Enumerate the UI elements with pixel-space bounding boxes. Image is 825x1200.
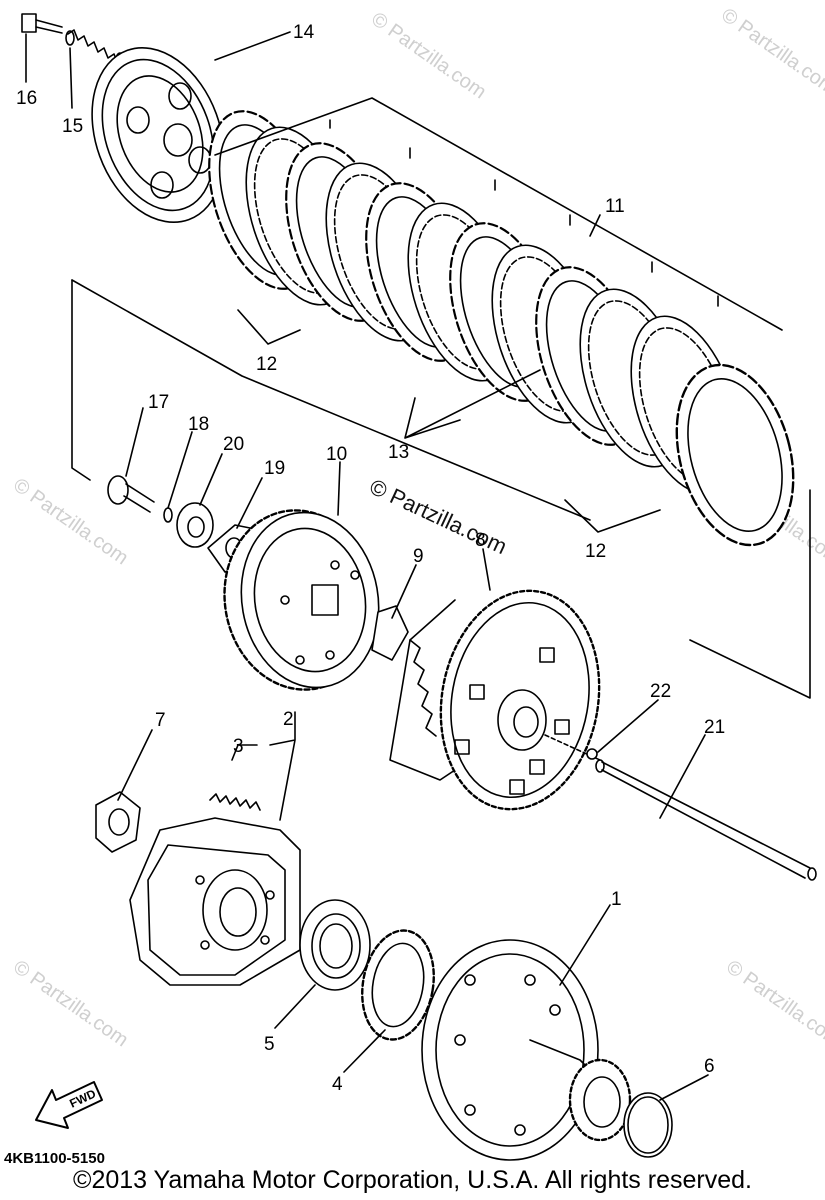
leader-1 (559, 904, 611, 986)
callout-10: 10 (326, 444, 347, 465)
callout-4: 4 (332, 1074, 343, 1095)
copyright-notice: ©2013 Yamaha Motor Corporation, U.S.A. A… (73, 1166, 752, 1194)
oring-18 (163, 507, 173, 523)
callout-8: 8 (475, 530, 486, 551)
frame-left (71, 279, 91, 481)
callout-7: 7 (155, 710, 166, 731)
leader-6 (659, 1074, 709, 1101)
clutch-boss-10 (223, 509, 380, 691)
leader-19 (236, 477, 263, 529)
callout-15: 15 (62, 116, 83, 137)
clutch-carrier-1 (421, 939, 632, 1161)
washer-20 (176, 502, 214, 548)
callout-12-left: 12 (256, 354, 277, 375)
bolt-17 (107, 475, 155, 513)
callout-21: 21 (704, 717, 725, 738)
callout-9: 9 (413, 546, 424, 567)
nut-7 (95, 791, 141, 853)
callout-18: 18 (188, 414, 209, 435)
leader-10 (337, 461, 341, 516)
watermark-bottom-right: © Partzilla.com (722, 956, 825, 1051)
leader-18 (167, 431, 193, 509)
bracket-12-right (564, 499, 661, 533)
bracket-11-ticks (329, 119, 719, 307)
oring-6 (623, 1092, 673, 1158)
frame-right (689, 489, 811, 699)
frame-top (71, 279, 591, 521)
callout-20: 20 (223, 434, 244, 455)
leader-lines (25, 31, 709, 1101)
leader-22 (597, 699, 659, 753)
callout-14: 14 (293, 22, 315, 43)
callout-22: 22 (650, 681, 671, 702)
callout-19: 19 (264, 458, 285, 479)
callout-5: 5 (264, 1034, 275, 1055)
clutch-plate-stack (208, 110, 795, 547)
push-rod-21 (544, 734, 817, 881)
bolt-16 (21, 13, 63, 34)
bracket-12-left (237, 309, 301, 345)
leader-11 (589, 214, 601, 237)
watermark-top-center: © Partzilla.com (367, 8, 490, 103)
watermark-center: © Partzilla.com (366, 474, 511, 559)
lock-washer-9 (371, 605, 409, 661)
shoe-assembly-2 (129, 817, 301, 986)
clutch-housing-8 (389, 589, 601, 811)
leader-5 (274, 984, 316, 1029)
leader-14 (214, 31, 291, 61)
spring-3 (209, 793, 261, 811)
fwd-arrow-icon (35, 1081, 103, 1129)
callout-3: 3 (233, 736, 244, 757)
leader-9 (391, 564, 417, 619)
oring-6-inner (627, 1096, 669, 1154)
one-way-clutch-4 (361, 929, 435, 1041)
pressure-plate-14 (91, 47, 225, 223)
leader-15 (69, 47, 73, 109)
leader-4 (343, 1029, 386, 1073)
callout-13: 13 (388, 442, 409, 463)
watermark-top-right: © Partzilla.com (717, 4, 825, 99)
callout-11: 11 (605, 196, 625, 217)
leader-20 (199, 453, 223, 506)
leader-21 (659, 734, 706, 819)
part-diagram-code: 4KB1100-5150 (4, 1150, 105, 1167)
bracket-13 (404, 369, 541, 439)
ball-22 (586, 748, 598, 760)
leader-8 (482, 548, 491, 591)
callout-2: 2 (283, 709, 294, 730)
callout-17: 17 (148, 392, 169, 413)
bracket-11 (214, 97, 783, 331)
callout-16: 16 (16, 88, 37, 109)
leader-2-3 (231, 711, 296, 821)
callout-labels: 14 16 15 11 12 13 12 17 18 20 19 10 9 8 … (16, 22, 725, 1095)
callout-1: 1 (611, 889, 622, 910)
leader-7 (117, 729, 153, 801)
bearing-5 (299, 899, 371, 991)
watermark-bottom-left: © Partzilla.com (9, 956, 132, 1051)
callout-12-right: 12 (585, 541, 606, 562)
leader-17 (125, 407, 144, 477)
callout-6: 6 (704, 1056, 715, 1077)
